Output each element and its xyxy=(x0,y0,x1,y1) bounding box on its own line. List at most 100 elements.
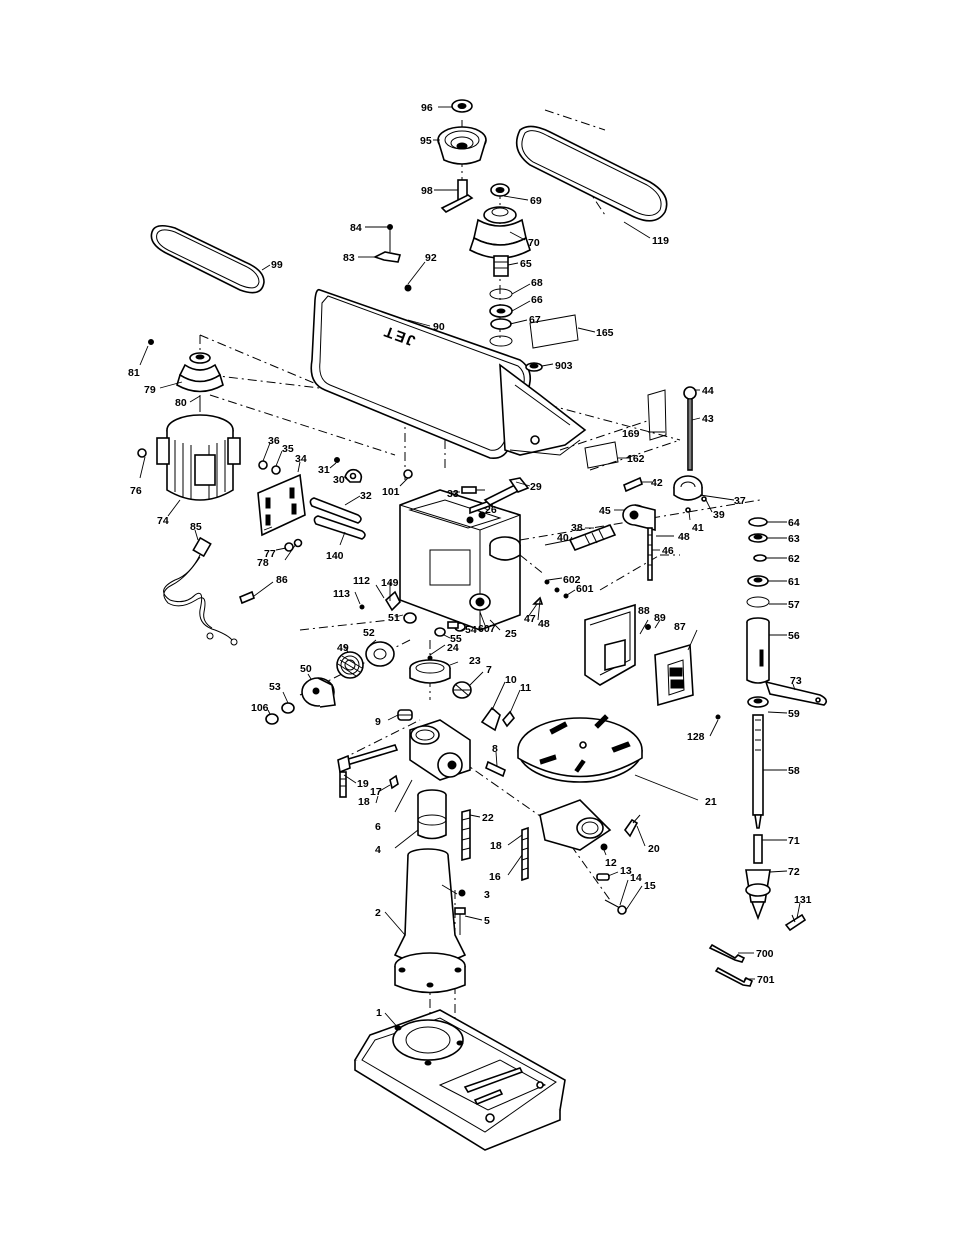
part-903 xyxy=(525,362,543,372)
label-10: 10 xyxy=(505,674,517,686)
label-18a: 18 xyxy=(358,796,370,808)
table-arm-12 xyxy=(539,799,641,915)
label-162: 162 xyxy=(627,453,645,465)
label-35: 35 xyxy=(282,443,294,455)
label-52: 52 xyxy=(363,627,375,639)
screw-33 xyxy=(461,486,485,494)
label-140: 140 xyxy=(326,550,344,562)
label-7: 7 xyxy=(486,664,492,676)
motor-pulley xyxy=(148,339,224,412)
nuts-53-106 xyxy=(265,702,295,725)
label-149: 149 xyxy=(381,577,399,589)
label-45: 45 xyxy=(599,505,611,517)
label-72: 72 xyxy=(788,866,800,878)
label-6: 6 xyxy=(375,821,381,833)
label-64: 64 xyxy=(788,517,800,529)
label-56: 56 xyxy=(788,630,800,642)
label-59: 59 xyxy=(788,708,800,720)
part-42 xyxy=(623,476,643,493)
label-54: 54 xyxy=(465,624,477,636)
label-602: 602 xyxy=(563,574,581,586)
label-42: 42 xyxy=(651,477,663,489)
label-601: 601 xyxy=(576,583,594,595)
label-106: 106 xyxy=(251,702,269,714)
label-49: 49 xyxy=(337,642,349,654)
label-90: 90 xyxy=(433,321,445,333)
label-113: 113 xyxy=(333,588,350,600)
label-98: 98 xyxy=(421,185,433,197)
label-5: 5 xyxy=(484,915,490,927)
label-12: 12 xyxy=(605,857,617,869)
switch-87 xyxy=(654,643,721,720)
part-86 xyxy=(239,590,255,605)
label-33: 33 xyxy=(447,488,459,500)
leader-lines xyxy=(139,106,801,1031)
label-29: 29 xyxy=(530,481,542,493)
rods xyxy=(309,497,366,540)
label-69: 69 xyxy=(530,195,542,207)
pinion-shaft xyxy=(544,523,617,552)
pin-8 xyxy=(485,760,506,778)
power-cord xyxy=(163,536,238,646)
label-40: 40 xyxy=(557,532,569,544)
label-112: 112 xyxy=(353,575,370,587)
lever-29 xyxy=(483,477,530,506)
label-165: 165 xyxy=(596,327,614,339)
label-38: 38 xyxy=(571,522,583,534)
clamp-30 xyxy=(334,457,363,483)
label-903: 903 xyxy=(555,360,573,372)
label-stickers xyxy=(529,314,667,469)
label-50: 50 xyxy=(300,663,312,675)
label-46: 46 xyxy=(662,545,674,557)
ring-and-gear xyxy=(409,655,472,699)
label-17: 17 xyxy=(370,786,382,798)
label-61: 61 xyxy=(788,576,800,588)
label-66: 66 xyxy=(531,294,543,306)
label-25: 25 xyxy=(505,628,517,640)
label-63: 63 xyxy=(788,533,800,545)
label-67: 67 xyxy=(529,314,541,326)
part-labels: 96 95 98 69 70 119 99 84 83 92 65 68 66 … xyxy=(128,102,812,1019)
label-83: 83 xyxy=(343,252,355,264)
label-14: 14 xyxy=(630,872,642,884)
label-24: 24 xyxy=(447,642,459,654)
label-65: 65 xyxy=(520,258,532,270)
label-4: 4 xyxy=(375,844,381,856)
label-16: 16 xyxy=(489,871,501,883)
label-36: 36 xyxy=(268,435,280,447)
label-89: 89 xyxy=(654,612,666,624)
label-19: 19 xyxy=(357,778,369,790)
label-31: 31 xyxy=(318,464,330,476)
label-71: 71 xyxy=(788,835,800,847)
hex-keys xyxy=(708,943,754,987)
spring-49 xyxy=(336,651,364,679)
clamp-10-11 xyxy=(480,706,516,732)
belt-99 xyxy=(150,224,265,294)
collar-4 xyxy=(417,789,447,840)
spring-cover-52 xyxy=(365,641,395,667)
label-86: 86 xyxy=(276,574,288,586)
switch-box-88 xyxy=(584,603,651,686)
spring-housing-50 xyxy=(301,677,336,708)
label-73: 73 xyxy=(790,675,802,687)
label-23: 23 xyxy=(469,655,481,667)
label-84: 84 xyxy=(350,222,362,234)
label-48a: 48 xyxy=(678,531,690,543)
rack-22 xyxy=(461,808,471,862)
hub-45 xyxy=(622,504,656,532)
label-87: 87 xyxy=(674,621,686,633)
label-96: 96 xyxy=(421,102,433,114)
label-95: 95 xyxy=(420,135,432,147)
label-53: 53 xyxy=(269,681,281,693)
label-15: 15 xyxy=(644,880,656,892)
label-3: 3 xyxy=(484,889,490,901)
label-20: 20 xyxy=(648,843,660,855)
rack-46 xyxy=(647,527,653,581)
part-51 xyxy=(403,612,417,624)
label-80: 80 xyxy=(175,397,187,409)
motor-bracket xyxy=(257,460,306,552)
label-92: 92 xyxy=(425,252,437,264)
part-101 xyxy=(403,469,413,479)
label-8: 8 xyxy=(492,743,498,755)
label-88: 88 xyxy=(638,605,650,617)
